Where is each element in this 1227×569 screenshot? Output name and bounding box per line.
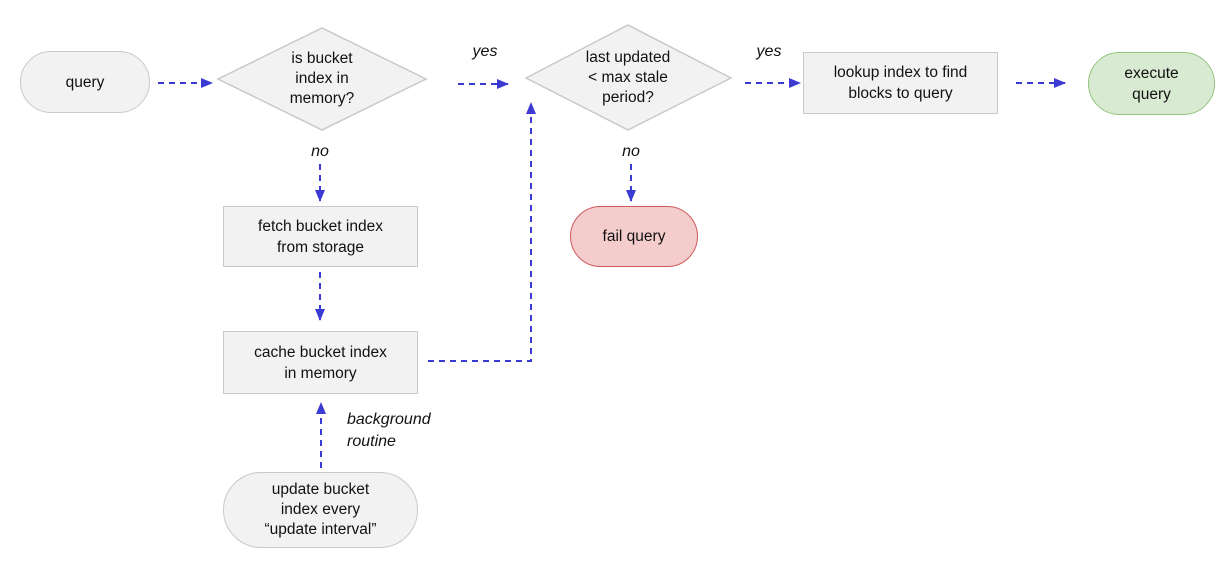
decision-last-updated bbox=[524, 24, 733, 131]
decision-bucket-index-in-memory bbox=[216, 27, 428, 131]
node-execute-query: execute query bbox=[1088, 52, 1215, 115]
node-cache-bucket-index-label: cache bucket index in memory bbox=[254, 343, 387, 382]
node-lookup-index: lookup index to find blocks to query bbox=[803, 52, 998, 114]
node-cache-bucket-index: cache bucket index in memory bbox=[223, 331, 418, 394]
node-execute-query-label: execute query bbox=[1124, 64, 1179, 103]
node-bucket-index-in-memory-label-box: is bucket index in memory? bbox=[242, 40, 402, 118]
node-lookup-index-label: lookup index to find blocks to query bbox=[833, 64, 968, 102]
node-fetch-bucket-index: fetch bucket index from storage bbox=[223, 206, 418, 267]
node-bucket-index-in-memory-label: is bucket index in memory? bbox=[289, 50, 355, 107]
edge-label-no-stale: no bbox=[622, 143, 640, 160]
node-fetch-bucket-index-label: fetch bucket index from storage bbox=[258, 217, 383, 256]
node-query-label: query bbox=[65, 73, 105, 91]
node-update-bucket-index-label: update bucket index every “update interv… bbox=[264, 481, 377, 538]
edge-label-background-routine: background routine bbox=[347, 411, 431, 450]
edge-cache-to-stale-check bbox=[428, 102, 536, 362]
node-fail-query: fail query bbox=[570, 206, 698, 267]
node-query: query bbox=[20, 51, 150, 113]
node-last-updated-label-box: last updated < max stale period? bbox=[548, 39, 708, 117]
edge-label-no-memory: no bbox=[311, 143, 329, 160]
node-fail-query-label: fail query bbox=[602, 228, 666, 245]
node-last-updated-label: last updated < max stale period? bbox=[585, 49, 671, 106]
node-update-bucket-index: update bucket index every “update interv… bbox=[223, 472, 418, 548]
edge-label-yes-stale: yes bbox=[756, 43, 782, 60]
edge-label-yes-memory: yes bbox=[472, 43, 498, 60]
